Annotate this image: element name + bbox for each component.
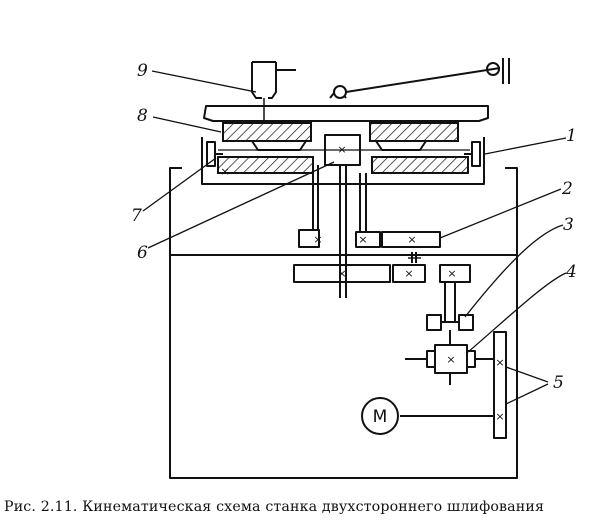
label-6: 6 (137, 243, 148, 263)
label-5: 5 (553, 373, 564, 393)
kinematic-scheme: × × × × × × × × × × × 9 8 1 2 3 4 5 7 6 … (131, 58, 577, 479)
svg-text:×: × (220, 165, 229, 178)
clutch-3-right (458, 314, 474, 331)
part-carrier-left (251, 140, 307, 151)
lower-wheel-right (371, 156, 469, 174)
lever-weight (486, 62, 500, 76)
eccentric-box (324, 134, 361, 166)
label-9: 9 (137, 61, 148, 81)
svg-text:×: × (495, 410, 504, 423)
motor (361, 397, 399, 435)
part-carrier-right (375, 140, 427, 151)
machine-frame (169, 167, 518, 479)
side-bracket-right (471, 141, 481, 167)
motor-label: M (373, 407, 388, 427)
svg-text:×: × (337, 143, 346, 156)
svg-text:×: × (404, 267, 413, 280)
shaft-right (359, 173, 367, 232)
label-3: 3 (563, 215, 574, 235)
svg-text:×: × (313, 233, 322, 246)
svg-text:×: × (407, 233, 416, 246)
lever-pivot (333, 85, 347, 99)
shaft-left (312, 165, 319, 230)
gear-lower-mid (392, 264, 426, 283)
svg-text:×: × (337, 267, 346, 280)
label-8: 8 (137, 106, 148, 126)
gear-2 (381, 231, 441, 248)
gear-left-small (298, 229, 320, 248)
label-4: 4 (565, 262, 577, 282)
lever (329, 67, 501, 99)
upper-wheel-right (369, 122, 459, 142)
upper-wheel-left (222, 122, 312, 142)
shaft-center (339, 165, 347, 298)
label-2: 2 (561, 179, 573, 199)
svg-text:×: × (447, 267, 456, 280)
gear-lower-long (293, 264, 391, 283)
svg-text:×: × (446, 353, 455, 366)
feed-tube (251, 61, 296, 99)
svg-text:×: × (358, 233, 367, 246)
lower-housing (201, 137, 485, 185)
label-7: 7 (131, 206, 142, 226)
lower-wheel-left (217, 156, 314, 174)
pulley-5 (493, 331, 507, 439)
label-1: 1 (566, 126, 577, 146)
clutch-3-left (426, 314, 442, 331)
gear-center-small (355, 231, 381, 248)
shaft-marks: × × × × × × × × × × × (220, 143, 504, 423)
svg-text:×: × (495, 356, 504, 369)
upper-head-cover (203, 105, 489, 122)
figure-caption: Рис. 2.11. Кинематическая схема станка д… (4, 499, 545, 515)
